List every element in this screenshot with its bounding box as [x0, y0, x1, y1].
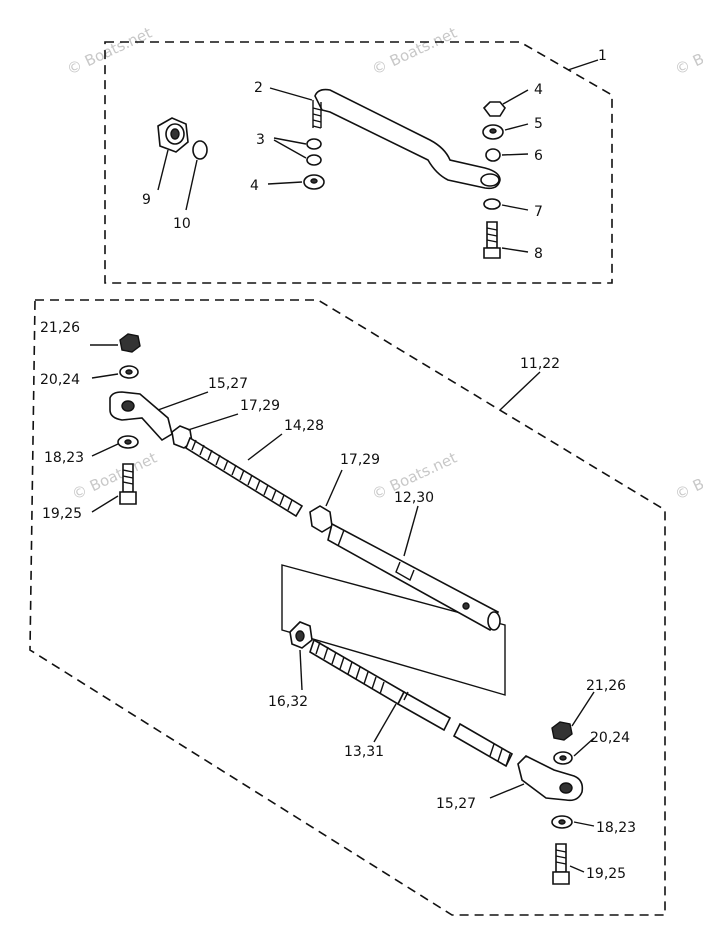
threaded-rod-lower	[309, 638, 514, 768]
watermark-1: © Boats.net	[64, 24, 155, 79]
label-9: 9	[142, 192, 151, 208]
leader-lines	[90, 59, 599, 873]
label-15-27-top: 15,27	[208, 376, 248, 392]
lower-right-hardware	[551, 721, 573, 885]
rod-end-lower	[517, 755, 584, 802]
collar-left	[303, 174, 325, 190]
washer-pair	[306, 138, 322, 166]
threaded-rod-upper	[185, 436, 304, 518]
label-4-right: 4	[534, 82, 543, 98]
label-20-24-top: 20,24	[40, 372, 80, 388]
nut-large	[157, 117, 189, 153]
label-3: 3	[256, 132, 265, 148]
watermark-2: © Boats.net	[369, 24, 460, 79]
label-7: 7	[534, 204, 543, 220]
rod-detail-frame	[281, 564, 506, 696]
label-6: 6	[534, 148, 543, 164]
nut-lower-rod	[289, 621, 313, 649]
label-19-25-top: 19,25	[42, 506, 82, 522]
group-11-22-boundary	[29, 299, 666, 916]
label-19-25-bottom: 19,25	[586, 866, 626, 882]
label-18-23-bottom: 18,23	[596, 820, 636, 836]
label-11-22: 11,22	[520, 356, 560, 372]
label-17-29-middle: 17,29	[340, 452, 380, 468]
watermark-5: © Boats.net	[672, 24, 703, 79]
right-hardware-stack	[482, 101, 506, 259]
sleeve-tube	[327, 522, 501, 632]
steering-link-arm	[312, 88, 501, 190]
label-5: 5	[534, 116, 543, 132]
label-20-24-bottom: 20,24	[590, 730, 630, 746]
rod-end-upper	[109, 391, 173, 442]
label-15-27-bottom: 15,27	[436, 796, 476, 812]
label-14-28: 14,28	[284, 418, 324, 434]
label-10: 10	[173, 216, 191, 232]
label-17-29-top: 17,29	[240, 398, 280, 414]
label-18-23-top: 18,23	[44, 450, 84, 466]
label-12-30: 12,30	[394, 490, 434, 506]
label-1: 1	[598, 48, 607, 64]
upper-left-hardware	[117, 333, 141, 505]
o-ring	[192, 140, 208, 160]
group-1-boundary	[104, 41, 613, 284]
label-2: 2	[254, 80, 263, 96]
label-16-32: 16,32	[268, 694, 308, 710]
watermark-6: © Boats.net	[672, 449, 703, 504]
label-8: 8	[534, 246, 543, 262]
label-4-left: 4	[250, 178, 259, 194]
label-13-31: 13,31	[344, 744, 384, 760]
label-21-26-top: 21,26	[40, 320, 80, 336]
jam-nut-middle	[309, 505, 333, 533]
label-21-26-bottom: 21,26	[586, 678, 626, 694]
